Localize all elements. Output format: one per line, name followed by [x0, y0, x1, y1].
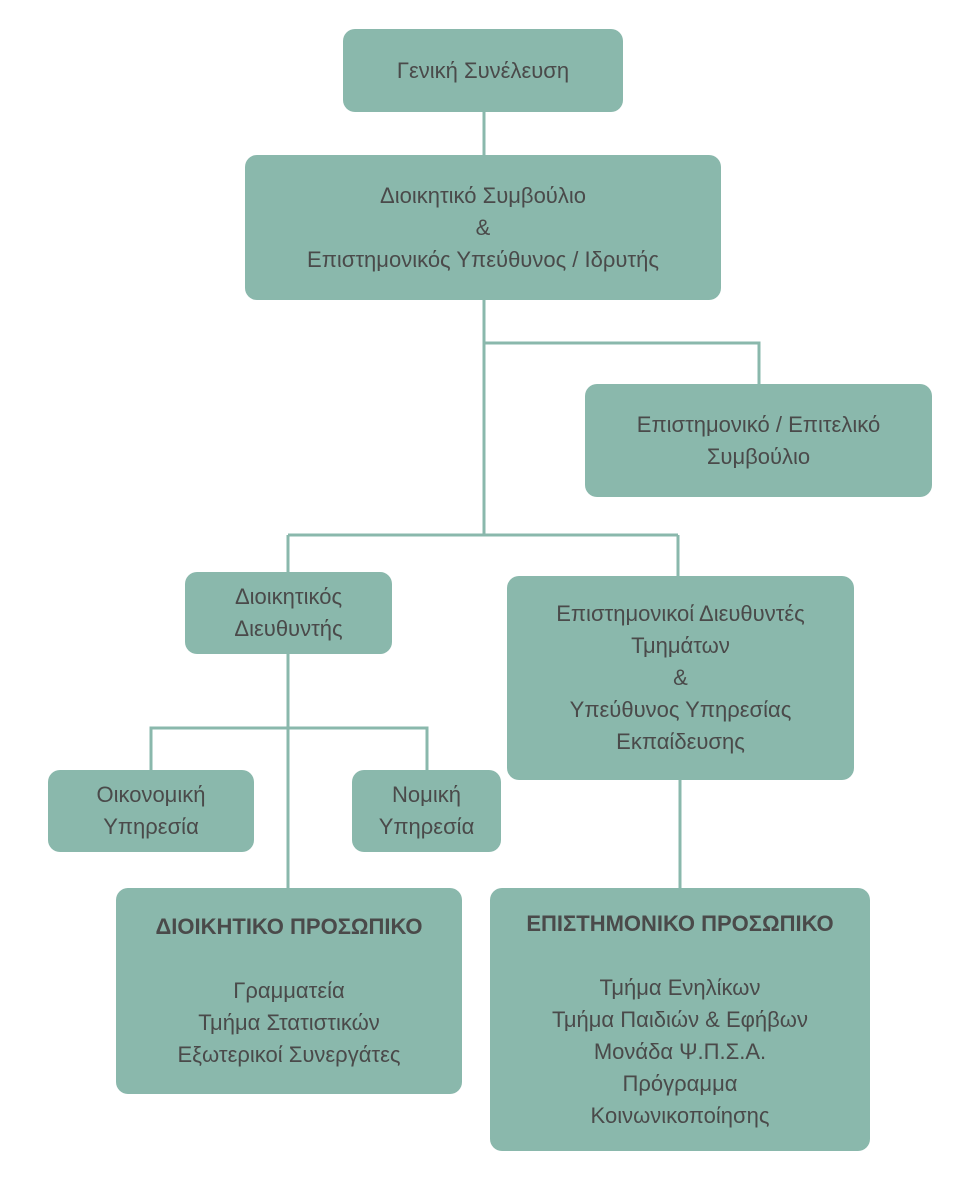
node-label-line: Εξωτερικοί Συνεργάτες — [177, 1042, 401, 1067]
node-label-line: Υπηρεσία — [378, 814, 475, 839]
node-label-line: Γενική Συνέλευση — [396, 57, 570, 83]
node-label-line: Διοικητικό Συμβούλιο — [380, 182, 586, 208]
node-label-line: Επιστημονικός Υπεύθυνος / Ιδρυτής — [307, 246, 659, 272]
node-label-line: Διοικητικός — [234, 584, 343, 609]
node-label-line: Τμήμα Ενηλίκων — [599, 974, 761, 1000]
node-label-line: Μονάδα Ψ.Π.Σ.Α. — [593, 1038, 767, 1064]
node-heading: ΕΠΙΣΤΗΜΟΝΙΚΟ ΠΡΟΣΩΠΙΚΟ — [526, 910, 834, 936]
node-label-line: & — [475, 214, 491, 240]
node-label-line: Τμήμα Παιδιών & Εφήβων — [552, 1006, 808, 1032]
board-box: Διοικητικό Συμβούλιο & Επιστημονικός Υπεύθ… — [245, 155, 721, 300]
node-label-line: Επιστημονικό / Επιτελικό — [636, 411, 881, 437]
node-label-line: & — [673, 665, 688, 690]
node-label-line: Διευθυντής — [234, 616, 343, 641]
node-label-line: Γραμματεία — [233, 978, 345, 1003]
connector-to-scientific-board — [484, 341, 761, 384]
node-label-line: Εκπαίδευσης — [616, 729, 745, 754]
node-label-line: Νομική — [392, 782, 461, 807]
node-label-line: Πρόγραμμα — [622, 1070, 738, 1096]
node-label-line: Τμήμα Στατιστικών — [198, 1010, 380, 1035]
node-label-line: Συμβούλιο — [706, 443, 811, 469]
node-label-line: Επιστημονικοί Διευθυντές — [556, 601, 805, 626]
node-label-line: Κοινωνικοποίησης — [590, 1102, 770, 1128]
general-assembly-box: Γενική Συνέλευση — [343, 29, 623, 112]
node-label-line: Οικονομική — [96, 782, 206, 807]
node-label-line: Τμημάτων — [631, 633, 730, 658]
node-label-line: Υπεύθυνος Υπηρεσίας — [569, 697, 792, 722]
connector-to-services — [149, 726, 429, 770]
node-heading: ΔΙΟΙΚΗΤΙΚΟ ΠΡΟΣΩΠΙΚΟ — [155, 914, 423, 939]
node-label-line: Υπηρεσία — [103, 814, 199, 839]
